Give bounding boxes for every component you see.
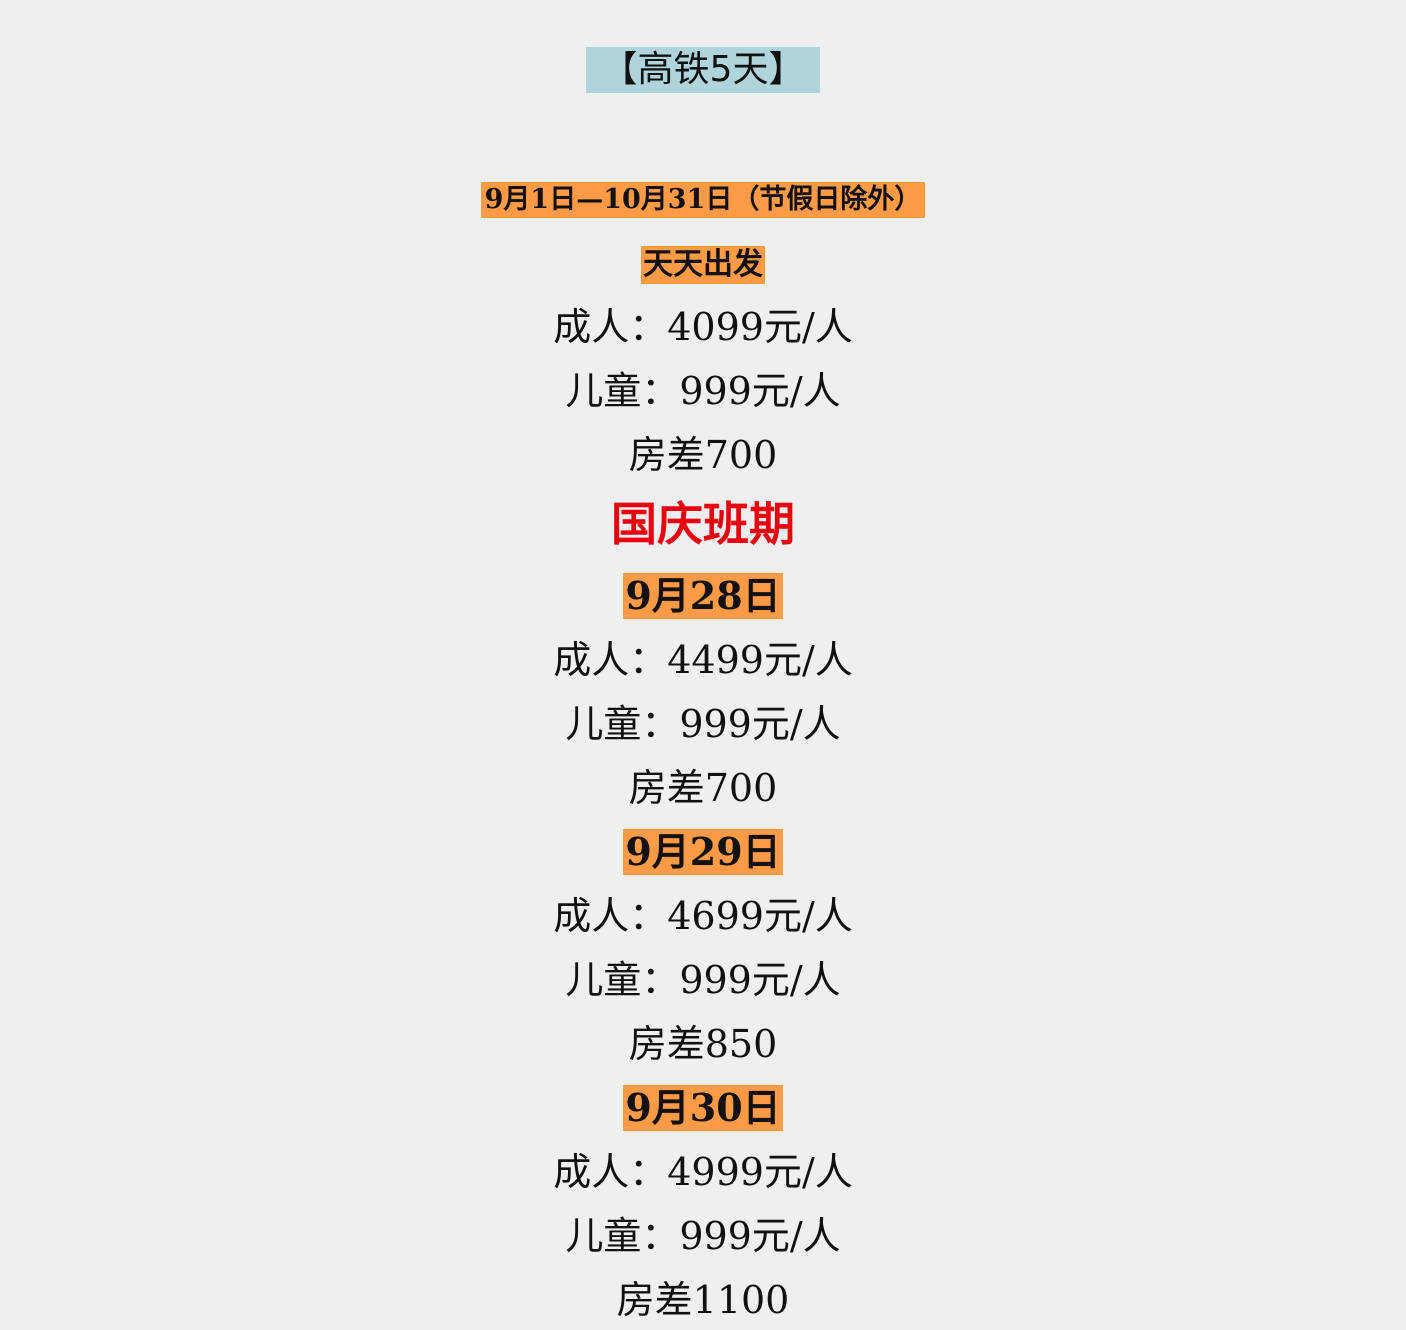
holiday-date-badge: 9月30日	[623, 1085, 783, 1131]
holiday-date-row: 9月28日	[0, 573, 1406, 619]
date-range-row: 9月1日—10月31日（节假日除外）	[0, 182, 1406, 218]
title-row: 【高铁5天】	[0, 47, 1406, 93]
holiday-date-row: 9月30日	[0, 1085, 1406, 1131]
holiday-child-price: 儿童：999元/人	[565, 702, 841, 746]
holiday-date-badge: 9月28日	[623, 573, 783, 619]
regular-adult-price: 成人：4099元/人	[553, 305, 853, 349]
regular-child-price: 儿童：999元/人	[565, 369, 841, 413]
daily-departure-label: 天天出发	[641, 246, 765, 284]
holiday-room-diff: 房差850	[628, 1022, 778, 1066]
holiday-child-price: 儿童：999元/人	[565, 1214, 841, 1258]
holiday-date-badge: 9月29日	[623, 829, 783, 875]
regular-room-diff: 房差700	[628, 433, 778, 477]
holiday-child-price: 儿童：999元/人	[565, 958, 841, 1002]
holiday-adult-price: 成人：4499元/人	[553, 638, 853, 682]
holiday-heading: 国庆班期	[611, 497, 795, 551]
departure-row: 天天出发	[0, 246, 1406, 284]
holiday-adult-price: 成人：4999元/人	[553, 1150, 853, 1194]
holiday-room-diff: 房差700	[628, 766, 778, 810]
regular-date-range: 9月1日—10月31日（节假日除外）	[480, 182, 926, 218]
holiday-room-diff: 房差1100	[616, 1278, 790, 1322]
page-title: 【高铁5天】	[585, 47, 821, 93]
holiday-adult-price: 成人：4699元/人	[553, 894, 853, 938]
holiday-date-row: 9月29日	[0, 829, 1406, 875]
